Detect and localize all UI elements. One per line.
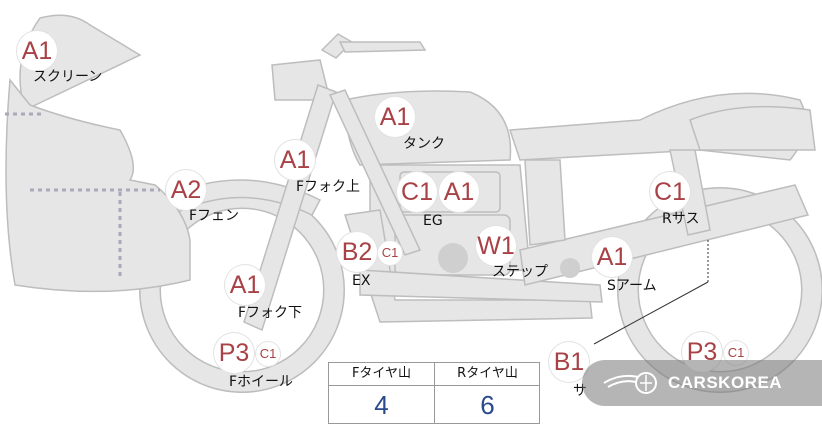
grade-front-fork-lower: A1 <box>225 265 265 305</box>
front-tire-value: 4 <box>374 390 389 420</box>
watermark-text: CARSKOREA <box>668 373 783 392</box>
grade-front-fender: A2 <box>166 170 206 210</box>
label-front-fender: Fフェン <box>189 208 240 224</box>
rear-tire-column: Rタイヤ山 6 <box>435 363 540 423</box>
rear-tire-value: 6 <box>480 390 495 420</box>
label-swing-arm: Sアーム <box>607 278 657 294</box>
grade-front-wheel-2: C1 <box>256 342 280 366</box>
cowl-shape <box>5 78 191 293</box>
tire-tread-table: Fタイヤ山 4 Rタイヤ山 6 <box>328 362 540 424</box>
grade-side-1: B1 <box>549 342 589 382</box>
label-front-fork-lower: Fフォク下 <box>238 305 303 321</box>
carskorea-logo-icon <box>603 372 657 394</box>
label-exhaust: EX <box>352 273 371 289</box>
label-tank: タンク <box>403 136 445 152</box>
grade-exhaust-2: C1 <box>378 241 402 265</box>
carskorea-watermark: CARSKOREA <box>582 360 822 406</box>
grade-engine-2: A1 <box>439 172 479 212</box>
label-engine: EG <box>423 213 443 229</box>
front-tire-header: Fタイヤ山 <box>329 363 434 386</box>
grade-tank: A1 <box>375 97 415 137</box>
front-fork-shape <box>243 84 337 332</box>
grade-front-wheel-1: P3 <box>214 333 254 373</box>
grade-rear-suspension: C1 <box>650 172 690 212</box>
label-front-wheel: Fホイール <box>229 374 294 390</box>
grade-step: W1 <box>476 226 516 266</box>
grade-front-fork-upper: A1 <box>275 140 315 180</box>
grade-screen: A1 <box>17 31 57 71</box>
label-step: ステップ <box>492 264 548 280</box>
rear-tire-header: Rタイヤ山 <box>435 363 540 386</box>
grade-swing-arm: A1 <box>592 237 632 277</box>
label-front-fork-upper: Fフォク上 <box>296 179 361 195</box>
grade-engine-1: C1 <box>397 172 437 212</box>
label-screen: スクリーン <box>33 69 103 85</box>
label-rear-suspension: Rサス <box>662 211 700 227</box>
grade-exhaust-1: B2 <box>337 232 377 272</box>
front-tire-column: Fタイヤ山 4 <box>329 363 435 423</box>
